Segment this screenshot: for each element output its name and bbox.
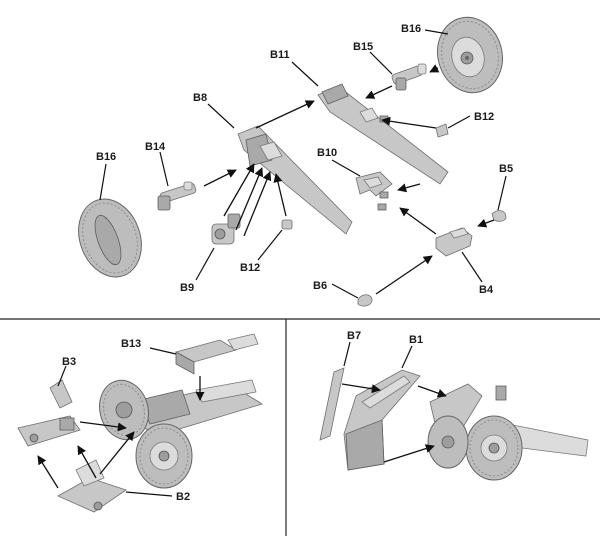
part-b2-cradle (57, 459, 127, 513)
label-b13: B13 (121, 338, 141, 350)
label-b6: B6 (313, 280, 327, 292)
part-b6-clip (357, 294, 373, 307)
part-b12-right (435, 123, 449, 138)
label-b8: B8 (193, 92, 207, 104)
label-b7: B7 (347, 330, 361, 342)
label-b11: B11 (270, 49, 290, 61)
label-b16-left: B16 (96, 151, 116, 163)
bottom-right-leader-lines (343, 341, 413, 369)
part-b3-cradle (17, 379, 81, 447)
wheel-b16-left (78, 198, 142, 278)
part-b9-housing (211, 213, 241, 245)
part-small-pin-b (377, 203, 387, 211)
bottom-right-panel (319, 341, 589, 481)
bottom-right-arrows (341, 383, 447, 463)
label-b12-left: B12 (240, 262, 260, 274)
label-b12-right: B12 (474, 111, 494, 123)
part-b1-shield (343, 369, 421, 471)
part-b13-shield (174, 333, 259, 375)
bottom-left-arrows (37, 376, 205, 489)
label-b5: B5 (499, 163, 513, 175)
part-b15-axle-stub (391, 63, 427, 91)
part-b5-clip (491, 210, 507, 222)
top-leader-lines (99, 29, 507, 299)
label-b10: B10 (317, 147, 337, 159)
label-b3: B3 (62, 356, 76, 368)
bottom-left-leader-lines (57, 347, 177, 497)
wheel-b16-right (437, 16, 503, 94)
bottom-left-panel (17, 333, 263, 513)
top-panel (78, 16, 507, 307)
part-labels: B16 B15 B11 B8 B12 B14 B10 B16 B5 B12 B9… (62, 23, 513, 503)
label-b9: B9 (180, 282, 194, 294)
part-b7-plate (319, 367, 345, 441)
part-b11-trail-leg (317, 83, 449, 185)
label-b14: B14 (145, 141, 166, 153)
part-b10-bracket (355, 171, 393, 197)
top-arrows (203, 64, 495, 295)
assembled-carriage (99, 379, 263, 489)
part-b14-axle-stub (157, 181, 197, 211)
part-small-pin-a (379, 191, 389, 199)
label-b16-top: B16 (401, 23, 421, 35)
label-b2: B2 (176, 491, 190, 503)
part-b8-trail-leg (237, 125, 353, 235)
label-b4: B4 (479, 284, 494, 296)
label-b15: B15 (353, 41, 373, 53)
assembled-gun (427, 383, 589, 481)
label-b1: B1 (409, 334, 423, 346)
part-b4-bracket (435, 227, 473, 257)
part-b12-left (281, 219, 293, 230)
